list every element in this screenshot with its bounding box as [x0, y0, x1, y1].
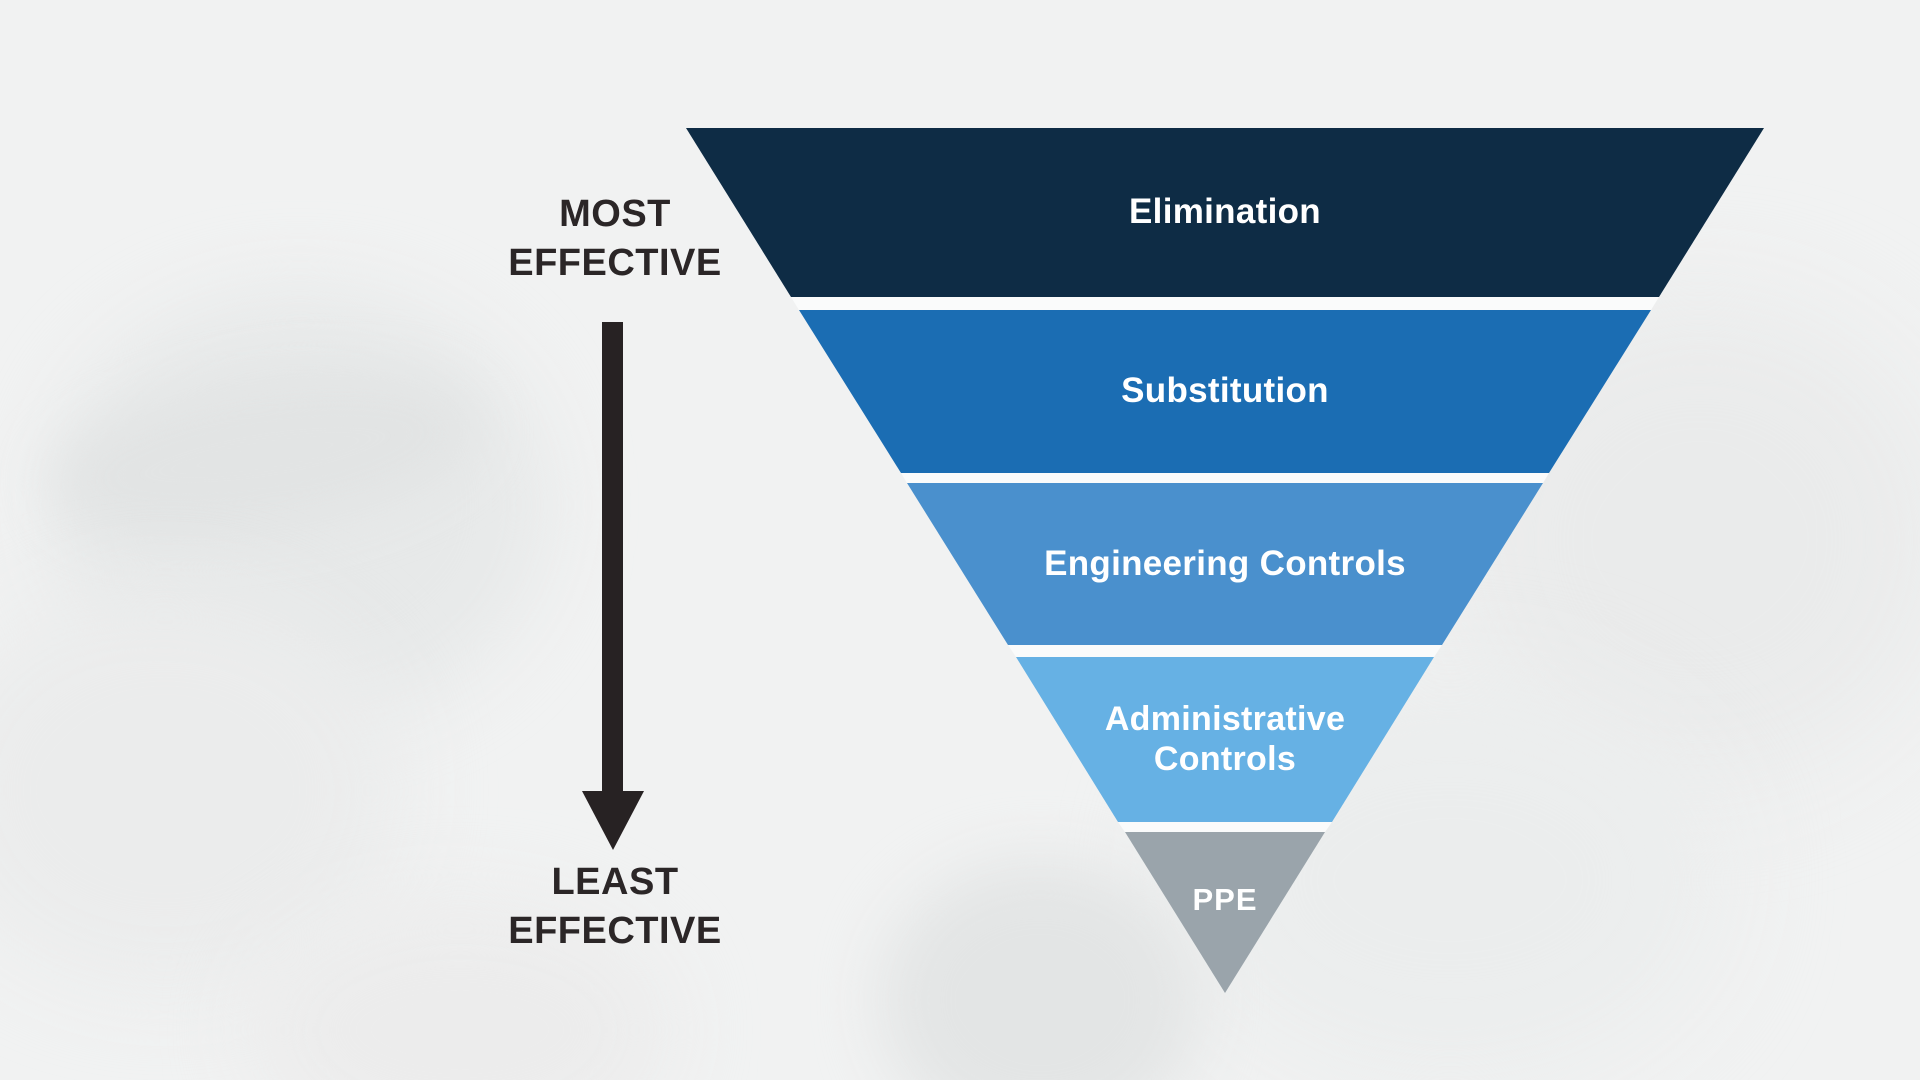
background-helmet-blur-shape [50, 290, 550, 720]
band-separator [901, 473, 1549, 483]
most-effective-line2: EFFECTIVE [508, 242, 722, 284]
pyramid-level-elimination: Elimination [686, 128, 1764, 297]
pyramid-level-administrative-controls-label: Administrative Controls [1104, 700, 1346, 778]
most-effective-label: MOST EFFECTIVE [420, 190, 810, 288]
least-effective-line2: EFFECTIVE [508, 910, 722, 952]
controls-pyramid: Elimination Substitution Engineering Con… [686, 128, 1764, 993]
pyramid-level-engineering-controls: Engineering Controls [907, 483, 1543, 645]
pyramid-level-substitution-label: Substitution [1121, 371, 1329, 411]
background-visor-blur-shape [0, 590, 400, 990]
pyramid-level-engineering-controls-label: Engineering Controls [1044, 543, 1406, 583]
band-separator [1008, 645, 1442, 657]
most-effective-line1: MOST [559, 193, 671, 235]
pyramid-level-substitution: Substitution [799, 310, 1651, 473]
pyramid-level-ppe-label: PPE [1192, 882, 1258, 917]
band-separator [1118, 822, 1332, 832]
band-separator [791, 297, 1659, 310]
effectiveness-arrow-down-icon [582, 791, 644, 850]
effectiveness-arrow-shaft [602, 322, 623, 792]
least-effective-label: LEAST EFFECTIVE [420, 858, 810, 956]
pyramid-level-administrative-controls: Administrative Controls [1016, 657, 1434, 822]
pyramid-level-elimination-label: Elimination [1129, 192, 1321, 232]
background-helmet-strap-blur-shape [40, 347, 490, 563]
pyramid-level-ppe: PPE [1125, 832, 1325, 993]
least-effective-line1: LEAST [551, 861, 679, 903]
